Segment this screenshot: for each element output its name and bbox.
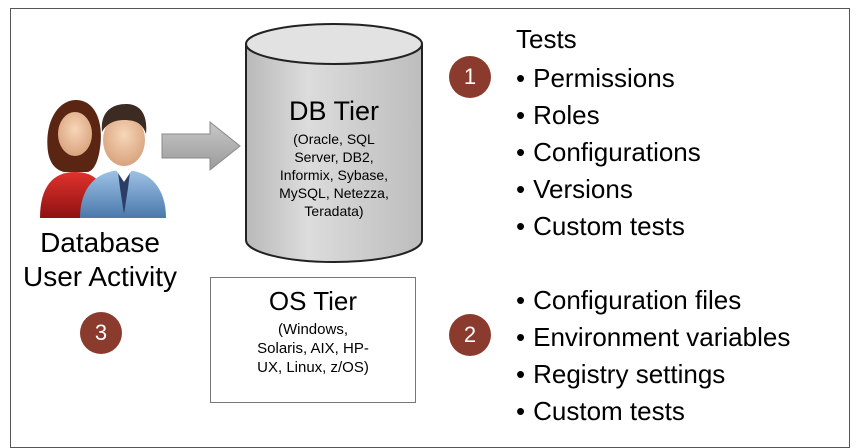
list-item: Roles [516, 97, 701, 134]
list-item: Registry settings [516, 356, 790, 393]
tests-heading: Tests [516, 24, 577, 54]
step-badge-3: 3 [80, 312, 122, 354]
os-tier-line: UX, Linux, z/OS) [257, 359, 369, 376]
os-tests-list: Configuration files Environment variable… [516, 282, 790, 430]
list-item: Configuration files [516, 282, 790, 319]
list-item: Environment variables [516, 319, 790, 356]
db-tests-list: Permissions Roles Configurations Version… [516, 60, 701, 245]
step-badge-1: 1 [449, 56, 491, 98]
db-tier-line: Server, DB2, [294, 149, 374, 165]
db-tier-line: (Oracle, SQL [293, 131, 375, 147]
list-item: Configurations [516, 134, 701, 171]
step-badge-2: 2 [449, 314, 491, 356]
os-tier-box [210, 277, 416, 403]
users-icon [40, 100, 166, 218]
list-item: Custom tests [516, 393, 790, 430]
db-tier-line: Informix, Sybase, [279, 167, 389, 183]
os-tier-title: OS Tier [268, 286, 358, 316]
arrow-right-icon [161, 120, 241, 172]
os-tier-line: (Windows, [277, 321, 348, 338]
db-cylinder [245, 23, 423, 263]
user-label-line1: Database [40, 227, 160, 258]
os-tier-description: (Windows, Solaris, AIX, HP- UX, Linux, z… [226, 320, 400, 377]
user-activity-label: Database User Activity [10, 226, 190, 294]
list-item: Custom tests [516, 208, 701, 245]
db-tier-line: MySQL, Netezza, [279, 185, 389, 201]
db-tier-title: DB Tier [288, 96, 380, 126]
user-label-line2: User Activity [22, 261, 178, 292]
list-item: Versions [516, 171, 701, 208]
db-tier-description: (Oracle, SQL Server, DB2, Informix, Syba… [258, 130, 410, 220]
db-tier-line: Teradata) [304, 203, 364, 219]
os-tier-line: Solaris, AIX, HP- [257, 340, 369, 357]
list-item: Permissions [516, 60, 701, 97]
